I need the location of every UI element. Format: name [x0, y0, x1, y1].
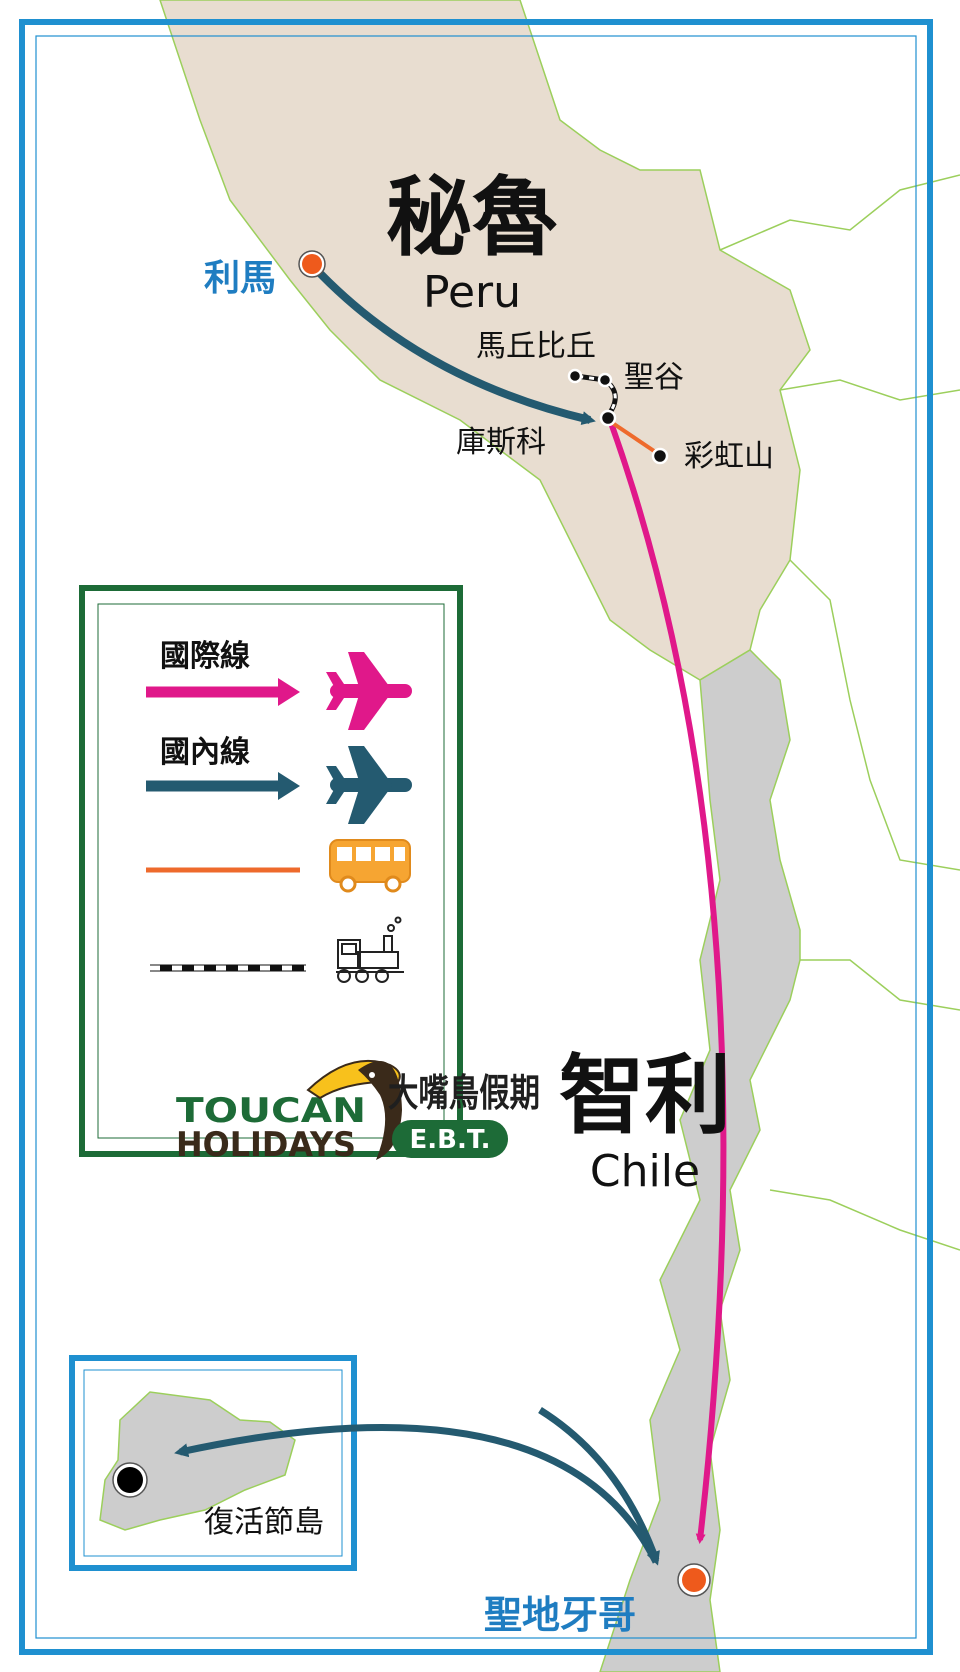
bus-icon [329, 839, 411, 893]
route-international-cusco-santiago [607, 418, 727, 1544]
chile-name-en: Chile [590, 1146, 700, 1197]
legend-domestic-label: 國內線 [160, 735, 250, 770]
plane-icon-pink [326, 652, 412, 730]
easter-island-land [99, 1391, 296, 1531]
logo-badge: E.B.T. [410, 1125, 491, 1155]
cusco-label: 庫斯科 [456, 425, 546, 460]
cusco-marker [599, 409, 617, 427]
legend-international-label: 國際線 [160, 639, 250, 674]
santiago-marker [677, 1563, 711, 1597]
logo-badge-bg [392, 1120, 508, 1158]
rainbow-mountain-label: 彩虹山 [684, 439, 774, 474]
legend-domestic [146, 746, 412, 824]
outer-frame [19, 19, 933, 1655]
santiago-label: 聖地牙哥 [484, 1593, 636, 1637]
machu-picchu-marker [567, 368, 583, 384]
legend-train [150, 916, 404, 983]
lima-marker [298, 250, 326, 278]
route-domestic-lima-cusco [310, 263, 596, 425]
border-line [800, 959, 960, 1011]
peru-name-zh: 秘魯 [386, 168, 558, 268]
peru-name-en: Peru [423, 267, 521, 318]
legend-bus [146, 839, 411, 893]
chile-name-zh: 智利 [559, 1046, 731, 1146]
route-domestic-arrow-start [538, 1407, 660, 1566]
route-train-dashes [575, 374, 617, 419]
easter-island-inset [69, 1355, 357, 1571]
logo-line2: HOLIDAYS [176, 1125, 356, 1165]
rainbow-mountain-marker [651, 447, 669, 465]
easter-island-marker [112, 1462, 148, 1498]
toucan-logo: TOUCAN HOLIDAYS 大嘴鳥假期 E.B.T. [176, 1059, 540, 1165]
route-domestic-santiago-easter [174, 1423, 660, 1564]
toucan-bird-icon [306, 1059, 402, 1160]
easter-island-label: 復活節島 [204, 1505, 324, 1540]
sacred-valley-label: 聖谷 [624, 360, 684, 395]
machu-picchu-label: 馬丘比丘 [476, 329, 596, 364]
sacred-valley-marker [597, 372, 613, 388]
plane-icon-teal [326, 746, 412, 824]
legend-international [146, 652, 412, 730]
train-icon [336, 916, 404, 983]
lima-label: 利馬 [204, 258, 276, 299]
peru-land [159, 0, 811, 681]
border-line [719, 174, 960, 251]
logo-chinese: 大嘴鳥假期 [388, 1071, 540, 1115]
inner-frame [35, 35, 917, 1639]
route-bus-cusco-rainbow [606, 418, 662, 457]
logo-line1: TOUCAN [176, 1091, 366, 1131]
border-line [789, 559, 960, 871]
